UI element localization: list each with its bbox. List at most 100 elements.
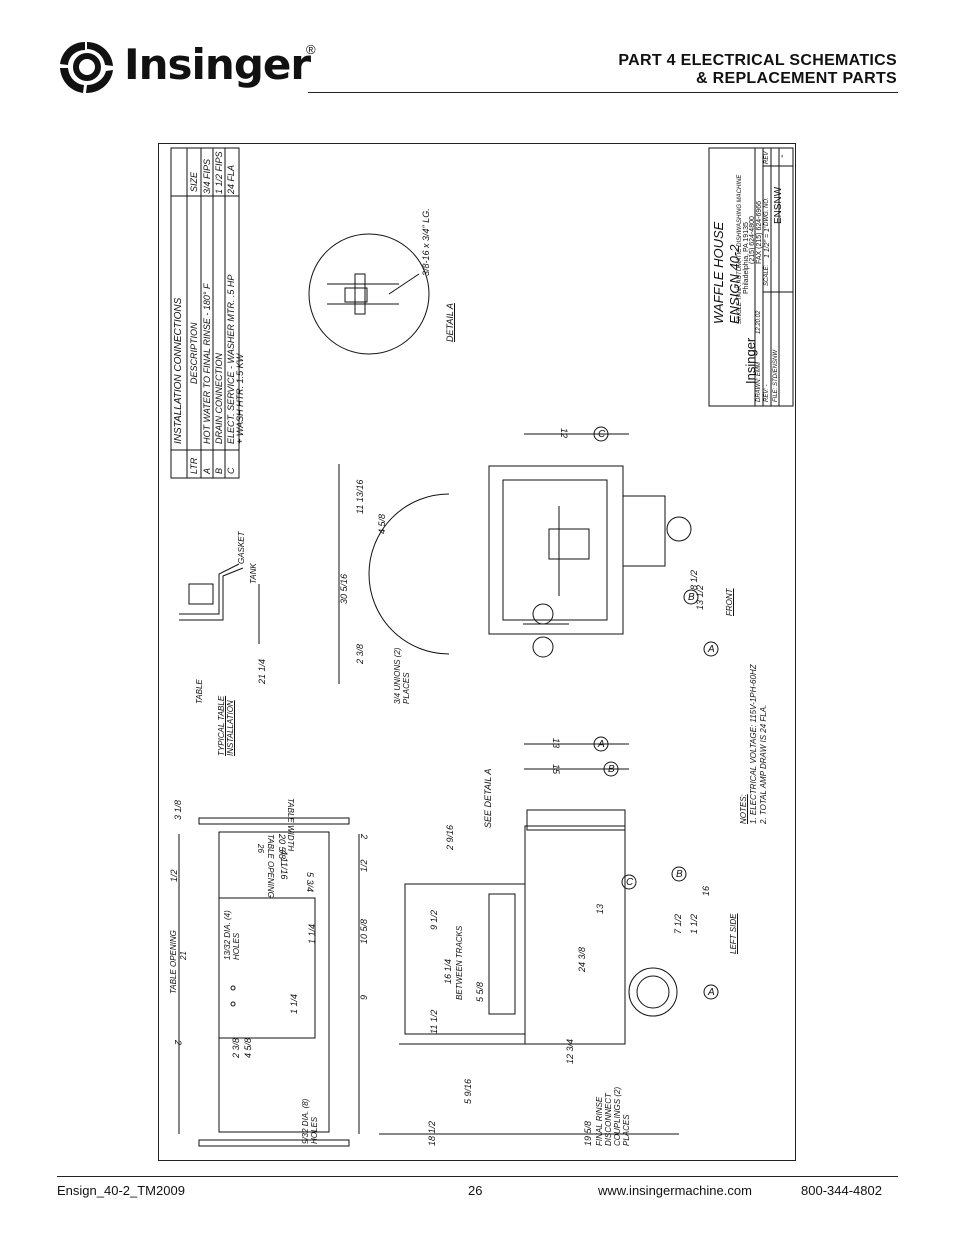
left-see-detail: SEE DETAIL A [483,768,493,828]
title-rev-label: REV [764,151,770,164]
section-title-line1: PART 4 ELECTRICAL SCHEMATICS [618,52,897,69]
title-file: FILE: STD/ENSNW [773,349,779,402]
left-dim-9: 7 1/2 [673,913,683,934]
opening-holes-small: 13/32 DIA. (4) HOLES [223,910,241,960]
opening-dim-11: 1 1/4 [307,923,317,944]
notes-title: NOTES: [739,794,748,824]
footer-phone: 800-344-4802 [801,1183,882,1198]
front-dim-2: 11 13/16 [355,479,365,514]
opening-dim-6: 1/2 [169,869,179,882]
front-dim-8: 13 [551,738,561,749]
title-rev-row: REV: - [764,384,770,402]
left-dim-5: 5 5/8 [475,981,485,1002]
footer-website[interactable]: www.insingermachine.com [598,1183,752,1198]
left-side-label: LEFT SIDE [729,913,738,954]
title-date: 12.20.02 [756,310,762,334]
opening-dim-7: 1/2 [359,859,369,872]
opening-dim-14: 4 5/8 [243,1037,253,1058]
front-unions: 3/4 UNIONS (2) PLACES [393,647,411,704]
footer-page-number: 26 [468,1183,483,1198]
title-scale-label: SCALE: [764,264,770,286]
connections-col-desc: DESCRIPTION [189,322,199,384]
opening-dim-3: 4 11/16 [279,850,289,880]
opening-dim-12: 1 1/4 [289,993,299,1014]
title-customer: WAFFLE HOUSE [711,221,726,324]
opening-side-val: 21 [179,951,188,960]
front-dim-9: 15 [551,764,561,775]
left-dim-13: 19 5/8 [583,1120,593,1146]
table-install-label: TYPICAL TABLE INSTALLATION [217,695,235,756]
table-install-gasket: GASKET [237,531,246,564]
front-dim-3: 4 5/8 [377,513,387,534]
front-label: FRONT [725,588,734,616]
circle-letter-b3: B [676,869,683,880]
connections-row-1-desc: HOT WATER TO FINAL RINSE - 180° F [202,283,212,444]
connections-row-4-desc: + WASH HTR. 1.5 KW [235,353,245,444]
opening-dim-13: 2 3/8 [231,1037,241,1058]
opening-width-label: TABLE WIDTH [286,798,295,852]
circle-letter-b2: B [688,592,695,603]
circle-letter-c2: C [626,877,634,888]
opening-dim-10: 2 [173,1040,183,1046]
left-between-tracks: BETWEEN TRACKS [455,925,464,1000]
connections-row-2-size: 1 1/2 FIPS [214,151,224,194]
connections-row-2-ltr: B [214,467,224,474]
table-install-tank: TANK [249,563,258,584]
circle-letter-a3: A [707,987,715,998]
circle-letter-a1: A [597,739,605,750]
left-dim-7: 24 3/8 [577,946,587,972]
notes-item-2: 2. TOTAL AMP DRAW IS 24 FLA. [759,704,768,824]
circle-letter-b1: B [608,764,615,775]
opening-dim-5: 2 [359,834,369,840]
detail-a-bolt: 3/8-16 x 3/4" LG. [421,208,431,276]
connections-row-2-desc: DRAIN CONNECTION [214,352,224,444]
left-dim-1: 2 9/16 [445,824,455,850]
engineering-drawing: C A B B A C B A INSTALLATION CONNECTIONS… [158,143,796,1161]
left-dim-2: 9 1/2 [429,909,439,930]
table-install-table: TABLE [195,679,204,704]
front-dim-5: 12 [559,428,569,439]
connections-row-1-size: 3/4 FIPS [202,158,212,194]
detail-a-label: DETAIL A [445,303,455,342]
title-phone: (215) 624-4800 [749,216,756,264]
connections-title: INSTALLATION CONNECTIONS [173,297,184,444]
section-title-line2: & REPLACEMENT PARTS [696,70,897,87]
circle-letter-a2: A [707,644,715,655]
registered-mark: ® [306,42,316,57]
opening-holes-large: 9/32 DIA. (8) HOLES [301,1098,319,1144]
circle-letter-c1: C [598,429,606,440]
opening-val: 26 [256,844,265,853]
connections-col-ltr: LTR [189,457,199,474]
swirl-icon [60,42,113,93]
table-install-dim: 21 1/4 [257,658,267,684]
left-final-rinse: FINAL RINSE DISCONNECT COUPLINGS (2) PLA… [595,1086,631,1146]
left-dim-4: 11 1/2 [429,1009,439,1034]
connections-row-1-ltr: A [202,467,212,474]
left-dim-11: 16 [701,885,711,896]
footer-rule [57,1176,898,1177]
opening-dim-9: 9 [359,994,369,1000]
section-title: PART 4 ELECTRICAL SCHEMATICS & REPLACEME… [618,52,897,88]
title-rev-value: - [777,154,788,158]
title-dwg-no-label: DWG. NO. [764,197,770,226]
drawing-linework: C A B B A C B A [170,147,794,1147]
opening-label: TABLE OPENING [266,834,275,898]
title-fax: FAX (215) 624-6966 [756,200,763,264]
title-dwg-no: ENSNW [773,186,784,224]
left-dim-3: 16 1/4 [443,958,453,984]
connections-col-size: SIZE [189,171,199,192]
connections-row-3-size: 24 FLA [226,164,236,194]
notes-item-1: 1. ELECTRICAL VOLTAGE: 115V-1PH-60HZ [749,664,758,824]
front-dim-1: 30 5/16 [339,573,349,604]
front-dim-4: 2 3/8 [355,643,365,664]
left-dim-6: 12 3/4 [565,1038,575,1064]
left-dim-10: 1 1/2 [689,913,699,934]
opening-dim-4: 5 3/4 [305,872,315,893]
brand-logo: Insinger ® [56,38,326,98]
opening-side-label: TABLE OPENING [169,930,178,994]
left-dim-12: 18 1/2 [427,1120,437,1146]
header-rule [308,92,898,93]
connections-row-3-ltr: C [226,467,236,475]
left-dim-8: 13 [595,903,605,914]
footer-doc-id: Ensign_40-2_TM2009 [57,1183,185,1198]
